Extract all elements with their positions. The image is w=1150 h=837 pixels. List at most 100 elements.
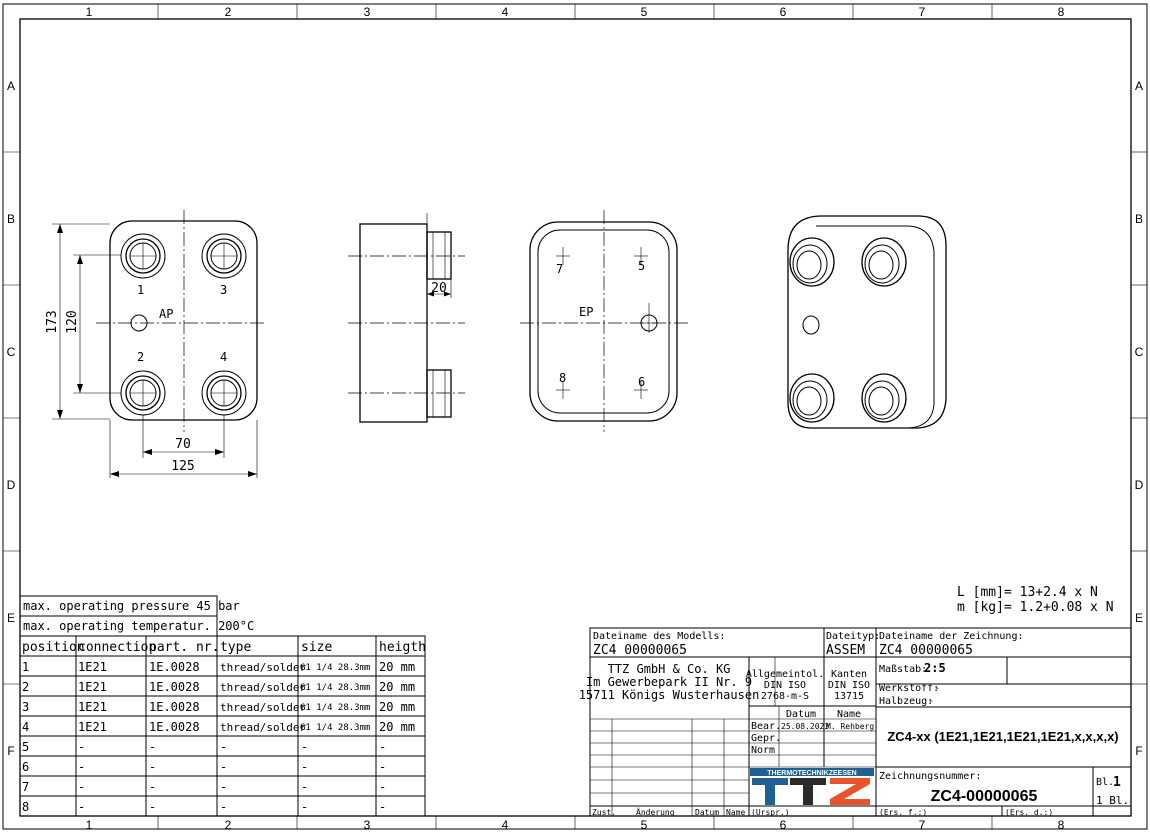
row-label-right-e: E bbox=[1135, 611, 1143, 625]
bear-date: 25.08.2023 bbox=[781, 722, 829, 731]
title-block: Dateiname des Modells: ZC4_00000065 Date… bbox=[579, 627, 1132, 817]
header-type: type bbox=[220, 640, 251, 655]
semi-finished-label: Halbzeug: bbox=[879, 696, 933, 707]
row-4-position: 4 bbox=[22, 720, 29, 734]
row-5-connection: - bbox=[78, 740, 85, 754]
model-file-name: ZC4_00000065 bbox=[593, 643, 687, 658]
row-3-connection: 1E21 bbox=[78, 700, 107, 714]
sheet-label: Bl. bbox=[1096, 777, 1114, 788]
row-3-part-nr: 1E.0028 bbox=[149, 700, 200, 714]
iso-port-top-right bbox=[861, 237, 907, 287]
back-port-label-5: 5 bbox=[638, 259, 645, 273]
front-port-4 bbox=[201, 370, 247, 416]
column-label-3: 3 bbox=[364, 5, 371, 19]
scale-label: Maßstab: bbox=[879, 664, 927, 675]
back-view: 7 5 8 6 EP bbox=[520, 210, 688, 432]
front-dimensions bbox=[52, 223, 258, 478]
length-formula: L [mm]= 13+2.4 x N bbox=[957, 585, 1098, 600]
footer-aenderung: Änderung bbox=[636, 807, 675, 817]
front-port-label-2: 2 bbox=[137, 350, 144, 364]
footer-urspr: (Urspr.) bbox=[751, 808, 790, 817]
scale-value: 2:5 bbox=[924, 661, 946, 675]
sheet-number: 1 bbox=[1113, 775, 1121, 790]
row-4-connection: 1E21 bbox=[78, 720, 107, 734]
iso-port-bottom-left bbox=[789, 373, 835, 423]
column-label-2: 2 bbox=[225, 5, 232, 19]
column-label-bottom-8: 8 bbox=[1058, 818, 1065, 832]
bear-label: Bear. bbox=[751, 721, 781, 732]
back-view-label: EP bbox=[579, 305, 593, 319]
row-label-c: C bbox=[7, 345, 16, 359]
row-6-size: - bbox=[301, 760, 308, 774]
row-label-b: B bbox=[7, 212, 15, 226]
footer-zust: Zust. bbox=[592, 808, 616, 817]
column-label-bottom-5: 5 bbox=[641, 818, 648, 832]
row-3-height: 20 mm bbox=[379, 700, 415, 714]
row-7-connection: - bbox=[78, 780, 85, 794]
company-name: TTZ GmbH & Co. KG bbox=[608, 662, 731, 676]
mass-formula: m [kg]= 1.2+0.08 x N bbox=[957, 600, 1114, 615]
row-8-height: - bbox=[379, 800, 386, 814]
drawing-file-label: Dateiname der Zeichnung: bbox=[879, 631, 1024, 642]
size-formula: L [mm]= 13+2.4 x N m [kg]= 1.2+0.08 x N bbox=[957, 585, 1114, 615]
row-8-part-nr: - bbox=[149, 800, 156, 814]
row-3-type: thread/solder bbox=[220, 701, 306, 714]
row-5-position: 5 bbox=[22, 740, 29, 754]
material-label: Werkstoff: bbox=[879, 683, 939, 694]
dimension-width-125: 125 bbox=[171, 459, 194, 474]
header-connection: connection bbox=[78, 640, 156, 655]
row-7-height: - bbox=[379, 780, 386, 794]
column-label-bottom-4: 4 bbox=[502, 818, 509, 832]
sheet-frame: 1 2 3 4 5 6 7 8 1 2 3 4 5 6 7 8 A B C D … bbox=[2, 3, 1148, 832]
column-label-8: 8 bbox=[1058, 5, 1065, 19]
row-1-connection: 1E21 bbox=[78, 660, 107, 674]
sheet-total: 1 Bl. bbox=[1096, 794, 1129, 807]
front-port-2 bbox=[120, 370, 166, 416]
header-position: position bbox=[22, 640, 85, 655]
dimension-height-120: 120 bbox=[65, 310, 80, 333]
header-size: size bbox=[301, 640, 332, 655]
back-port-label-6: 6 bbox=[638, 375, 645, 389]
row-7-type: - bbox=[220, 780, 227, 794]
max-temperature-text: max. operating temperatur. 200°C bbox=[23, 619, 254, 633]
row-2-part-nr: 1E.0028 bbox=[149, 680, 200, 694]
row-3-position: 3 bbox=[22, 700, 29, 714]
row-4-height: 20 mm bbox=[379, 720, 415, 734]
drawing-number-label: Zeichnungsnummer: bbox=[879, 771, 981, 782]
gepr-label: Gepr. bbox=[751, 733, 781, 744]
row-1-size: G1 1/4 28.3mm bbox=[300, 663, 370, 673]
row-label-right-c: C bbox=[1135, 345, 1144, 359]
front-mount-hole bbox=[130, 314, 148, 332]
semi-finished-value: - bbox=[928, 696, 934, 707]
column-label-6: 6 bbox=[780, 5, 787, 19]
row-6-position: 6 bbox=[22, 760, 29, 774]
row-6-type: - bbox=[220, 760, 227, 774]
connection-table: position connection part. nr. type size … bbox=[19, 635, 426, 817]
row-2-type: thread/solder bbox=[220, 681, 306, 694]
company-city: 15711 Königs Wusterhausen bbox=[579, 688, 760, 702]
norm-label: Norm bbox=[751, 745, 775, 756]
row-8-size: - bbox=[301, 800, 308, 814]
row-3-size: G1 1/4 28.3mm bbox=[300, 703, 370, 713]
front-port-3 bbox=[201, 233, 247, 279]
back-port-label-7: 7 bbox=[556, 262, 563, 276]
column-label-bottom-2: 2 bbox=[225, 818, 232, 832]
name-header: Name bbox=[837, 709, 861, 720]
drawing-number: ZC4-00000065 bbox=[931, 788, 1038, 805]
ttz-logo: THERMOTECHNIKZEESEN bbox=[750, 768, 874, 805]
back-port-label-8: 8 bbox=[559, 371, 566, 385]
footer-ers-f: (Ers. f.:) bbox=[879, 808, 927, 817]
row-label-right-f: F bbox=[1135, 744, 1142, 758]
front-port-1 bbox=[120, 233, 166, 279]
row-4-part-nr: 1E.0028 bbox=[149, 720, 200, 734]
row-2-height: 20 mm bbox=[379, 680, 415, 694]
front-port-label-4: 4 bbox=[220, 350, 227, 364]
row-5-height: - bbox=[379, 740, 386, 754]
row-label-right-a: A bbox=[1135, 79, 1143, 93]
dimension-height-173: 173 bbox=[45, 310, 60, 333]
column-label-4: 4 bbox=[502, 5, 509, 19]
header-part-nr: part. nr. bbox=[149, 640, 219, 655]
row-2-position: 2 bbox=[22, 680, 29, 694]
